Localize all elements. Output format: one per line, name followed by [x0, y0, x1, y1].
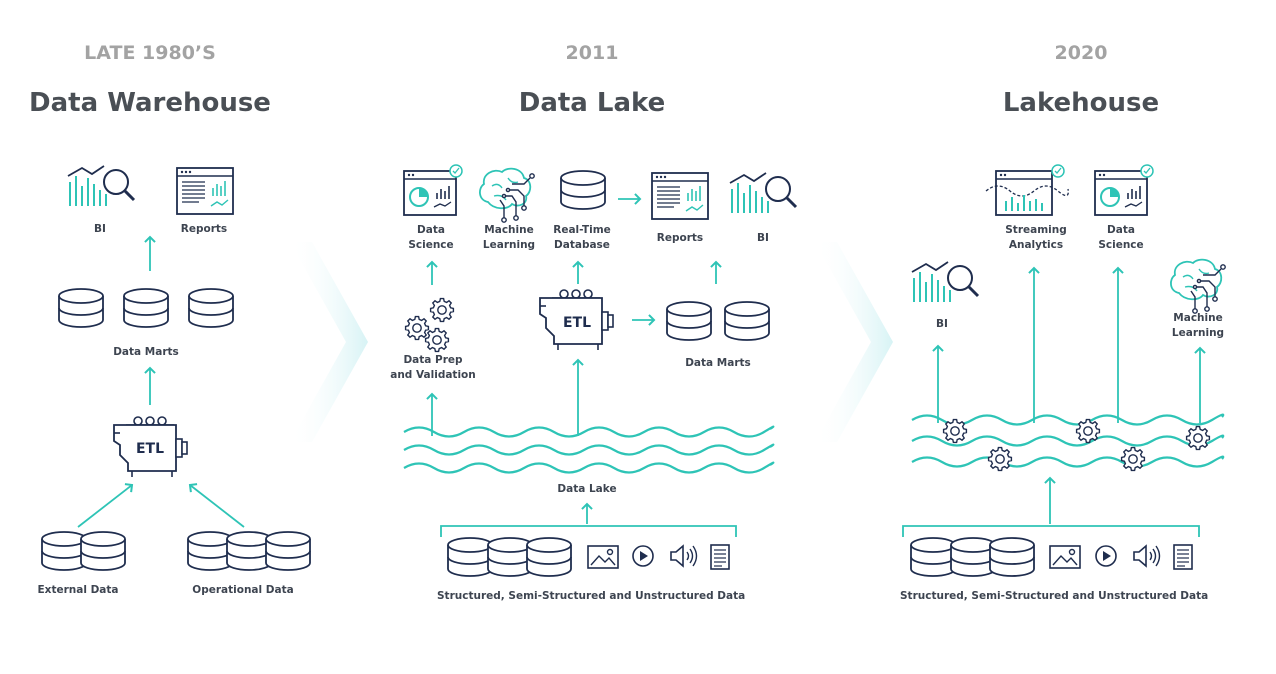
data-science-label: Data Science: [408, 224, 454, 251]
database-icon: [910, 537, 956, 577]
database-icon: [188, 288, 234, 328]
image-icon: [587, 545, 619, 569]
gear-icon: [1120, 446, 1146, 472]
external-data-label: External Data: [37, 584, 119, 596]
image-icon: [1049, 545, 1081, 569]
realtime-database-label: Real-Time Database: [553, 224, 611, 251]
document-icon: [1173, 544, 1193, 570]
database-icon: [526, 537, 572, 577]
gear-icon: [404, 315, 430, 341]
reports-label: Reports: [656, 232, 704, 244]
data-lake-label: Data Lake: [557, 483, 617, 495]
era-label-lake: 2011: [565, 42, 619, 64]
title-data-lake: Data Lake: [518, 88, 666, 118]
machine-learning-label: Machine Learning: [482, 224, 536, 251]
operational-data-label: Operational Data: [192, 584, 294, 596]
database-icon: [989, 537, 1035, 577]
document-icon: [710, 544, 730, 570]
database-icon: [666, 301, 712, 341]
era-label-warehouse: LATE 1980’S: [84, 42, 216, 64]
title-lakehouse: Lakehouse: [1002, 88, 1160, 118]
streaming-analytics-label: Streaming Analytics: [1005, 224, 1067, 251]
database-icon: [226, 531, 272, 571]
database-icon: [265, 531, 311, 571]
data-science-icon: [1094, 164, 1154, 216]
data-science-label: Data Science: [1098, 224, 1144, 251]
bi-label: BI: [94, 223, 106, 235]
etl-label: ETL: [136, 441, 164, 457]
bi-icon: [910, 260, 980, 304]
database-icon: [123, 288, 169, 328]
database-icon: [950, 537, 996, 577]
brain-circuit-icon: [479, 167, 536, 224]
gear-icon: [1185, 425, 1211, 451]
speaker-icon: [1133, 545, 1161, 567]
gear-icon: [1075, 418, 1101, 444]
data-prep-label: Data Prep and Validation: [390, 354, 476, 381]
etl-label: ETL: [563, 315, 591, 331]
gear-icon: [424, 327, 450, 353]
database-icon: [41, 531, 87, 571]
bi-label: BI: [936, 318, 948, 330]
title-data-warehouse: Data Warehouse: [29, 88, 271, 118]
database-icon: [187, 531, 233, 571]
machine-learning-label: Machine Learning: [1171, 312, 1225, 339]
database-icon: [80, 531, 126, 571]
bi-icon: [728, 171, 798, 215]
realtime-database-icon: [560, 170, 606, 210]
play-icon: [1095, 545, 1117, 567]
speaker-icon: [670, 545, 698, 567]
sources-label: Structured, Semi-Structured and Unstruct…: [900, 590, 1209, 602]
gear-icon: [987, 446, 1013, 472]
gear-icon: [942, 418, 968, 444]
database-icon: [58, 288, 104, 328]
brain-circuit-icon: [1170, 258, 1227, 315]
wave-icon: [403, 425, 775, 474]
data-marts-label: Data Marts: [685, 357, 751, 369]
database-icon: [487, 537, 533, 577]
transition-chevron-2: [815, 242, 893, 442]
streaming-analytics-icon: [985, 164, 1070, 216]
reports-icon: [651, 172, 709, 220]
sources-label: Structured, Semi-Structured and Unstruct…: [437, 590, 746, 602]
era-label-lakehouse: 2020: [1054, 42, 1108, 64]
wave-icon: [911, 413, 1225, 468]
bi-label: BI: [757, 232, 769, 244]
gear-icon: [429, 297, 455, 323]
play-icon: [632, 545, 654, 567]
database-icon: [447, 537, 493, 577]
data-science-icon: [403, 164, 463, 216]
data-marts-label: Data Marts: [113, 346, 179, 358]
bi-icon: [66, 164, 136, 208]
transition-chevron-1: [290, 242, 368, 442]
database-icon: [724, 301, 770, 341]
reports-label: Reports: [180, 223, 228, 235]
reports-icon: [176, 167, 234, 215]
